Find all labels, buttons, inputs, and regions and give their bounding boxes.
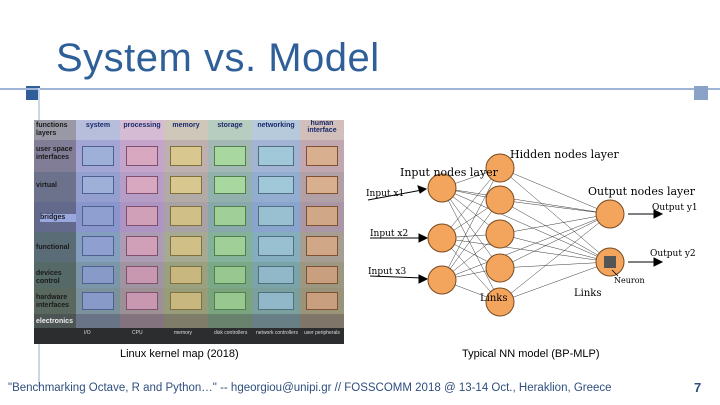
bottom-label-cpu: CPU	[132, 330, 143, 336]
box	[82, 292, 114, 310]
box	[306, 176, 338, 194]
bottom-bar	[34, 328, 344, 344]
box	[214, 236, 246, 256]
hidden-layer-label: Hidden nodes layer	[510, 148, 619, 161]
box	[258, 292, 294, 310]
nn-links	[441, 167, 611, 303]
box	[170, 206, 202, 226]
column-header-processing: processing	[123, 122, 161, 129]
column-header-memory: memory	[172, 122, 200, 129]
box	[258, 266, 294, 284]
box	[170, 176, 202, 194]
column-header-storage: storage	[217, 122, 243, 129]
box	[214, 266, 246, 284]
output-label-1: Output y1	[652, 203, 698, 213]
row-band-electronics	[34, 314, 344, 328]
row-label-user-space: user space interfaces	[36, 146, 73, 161]
box	[82, 236, 114, 256]
bottom-label-disk: disk controllers	[214, 330, 248, 336]
box	[214, 292, 246, 310]
box	[258, 206, 294, 226]
title-accent-square-right	[694, 86, 708, 100]
box	[126, 146, 158, 166]
column-header-networking: networking	[257, 122, 295, 129]
bottom-label-peripherals: user peripherals	[304, 330, 340, 336]
box	[170, 292, 202, 310]
hidden-node-1	[485, 153, 515, 183]
box	[126, 292, 158, 310]
box	[170, 266, 202, 284]
output-node-1	[595, 199, 625, 229]
kernel-map-caption: Linux kernel map (2018)	[120, 348, 239, 360]
box	[126, 176, 158, 194]
hidden-node-5	[485, 287, 515, 317]
box	[82, 206, 114, 226]
nn-nodes	[427, 153, 625, 317]
row-band-functions	[34, 120, 344, 140]
input-label-2: Input x2	[370, 229, 408, 239]
box	[258, 146, 294, 166]
slide-footer: "Benchmarking Octave, R and Python…" -- …	[8, 382, 612, 394]
neuron-pointer	[611, 269, 619, 277]
box	[306, 236, 338, 256]
box	[214, 206, 246, 226]
box	[126, 206, 158, 226]
column-header-human-interface: human interface	[307, 120, 337, 134]
box	[126, 236, 158, 256]
box	[82, 146, 114, 166]
nn-diagram: Hidden nodes layer Input nodes layer Out…	[366, 148, 698, 317]
hidden-node-4	[485, 253, 515, 283]
box	[82, 266, 114, 284]
bottom-label-network: network controllers	[256, 330, 298, 336]
box	[258, 236, 294, 256]
box	[306, 266, 338, 284]
nn-model-caption: Typical NN model (BP-MLP)	[462, 348, 600, 360]
input-layer-label: Input nodes layer	[400, 166, 499, 179]
bottom-label-io: I/O	[84, 330, 91, 336]
input-node-2	[427, 223, 457, 253]
linux-kernel-map-image: system processing memory storage network…	[34, 120, 344, 344]
page-number: 7	[694, 380, 702, 395]
input-label-1: Input x1	[366, 189, 404, 199]
row-label-functional: functional	[36, 244, 70, 251]
input-arrows	[367, 185, 664, 284]
output-layer-label: Output nodes layer	[588, 185, 696, 198]
box	[214, 146, 246, 166]
box	[170, 146, 202, 166]
box	[258, 176, 294, 194]
bottom-label-memory: memory	[174, 330, 193, 336]
box	[126, 266, 158, 284]
box	[306, 146, 338, 166]
neuron-square	[604, 256, 616, 268]
links-label-right: Links	[574, 288, 601, 299]
row-label-electronics: electronics	[36, 318, 73, 325]
column-header-system: system	[85, 122, 111, 129]
row-label-hardware: hardware interfaces	[36, 294, 70, 309]
input-node-3	[427, 265, 457, 295]
box	[82, 176, 114, 194]
row-label-bridges: bridges	[40, 214, 76, 222]
box	[306, 292, 338, 310]
row-label-functions: functions layers	[36, 122, 68, 137]
hidden-node-3	[485, 219, 515, 249]
links-label-left: Links	[480, 293, 507, 304]
hidden-node-2	[485, 185, 515, 215]
row-label-devices: devices control	[36, 270, 62, 285]
box	[214, 176, 246, 194]
input-label-3: Input x3	[368, 267, 406, 277]
row-label-virtual: virtual	[36, 182, 58, 189]
box	[306, 206, 338, 226]
box	[170, 236, 202, 256]
input-node-1	[427, 173, 457, 203]
slide-title: System vs. Model	[56, 36, 380, 80]
neuron-label: Neuron	[614, 276, 645, 285]
output-label-2: Output y2	[650, 249, 696, 259]
title-divider	[0, 88, 720, 90]
